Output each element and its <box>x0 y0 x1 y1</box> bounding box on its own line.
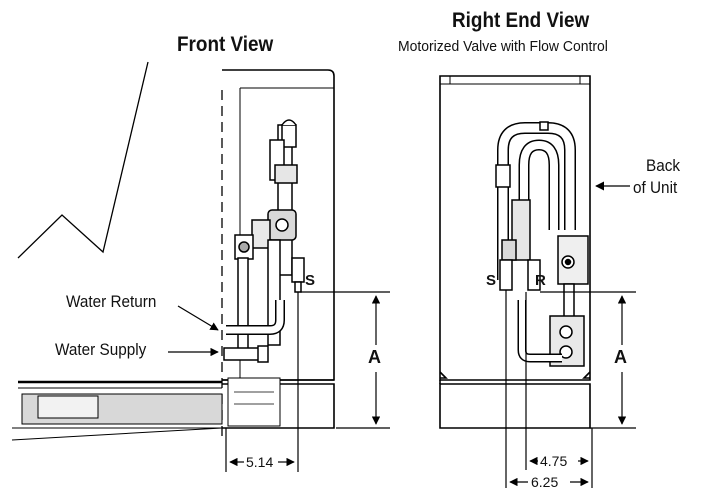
front-view-piping <box>223 119 305 363</box>
right-dim-lines <box>505 290 593 488</box>
return-leader <box>177 305 219 331</box>
right-view-subtitle: Motorized Valve with Flow Control <box>398 38 608 55</box>
right-return-tag: R <box>535 272 546 289</box>
right-supply-tag: S <box>486 272 497 289</box>
right-dim-a <box>540 291 636 429</box>
water-supply-label: Water Supply <box>55 340 147 359</box>
front-view-title: Front View <box>177 33 274 56</box>
right-dim-a-label: A <box>614 347 627 367</box>
right-view-piping <box>495 121 589 367</box>
water-return-label: Water Return <box>66 292 157 311</box>
right-dim-1-value: 4.75 <box>540 453 568 469</box>
back-label-line2: of Unit <box>633 178 678 197</box>
right-dim-2-value: 6.25 <box>531 474 559 490</box>
front-view-unit <box>11 61 335 441</box>
front-dim-a-label: A <box>368 347 381 367</box>
front-dim-a <box>300 291 390 429</box>
back-label-line1: Back <box>646 156 681 175</box>
right-view-title: Right End View <box>452 9 590 32</box>
front-width-value: 5.14 <box>246 454 274 470</box>
front-supply-tag: S <box>305 272 316 289</box>
front-dim-width <box>225 292 299 472</box>
